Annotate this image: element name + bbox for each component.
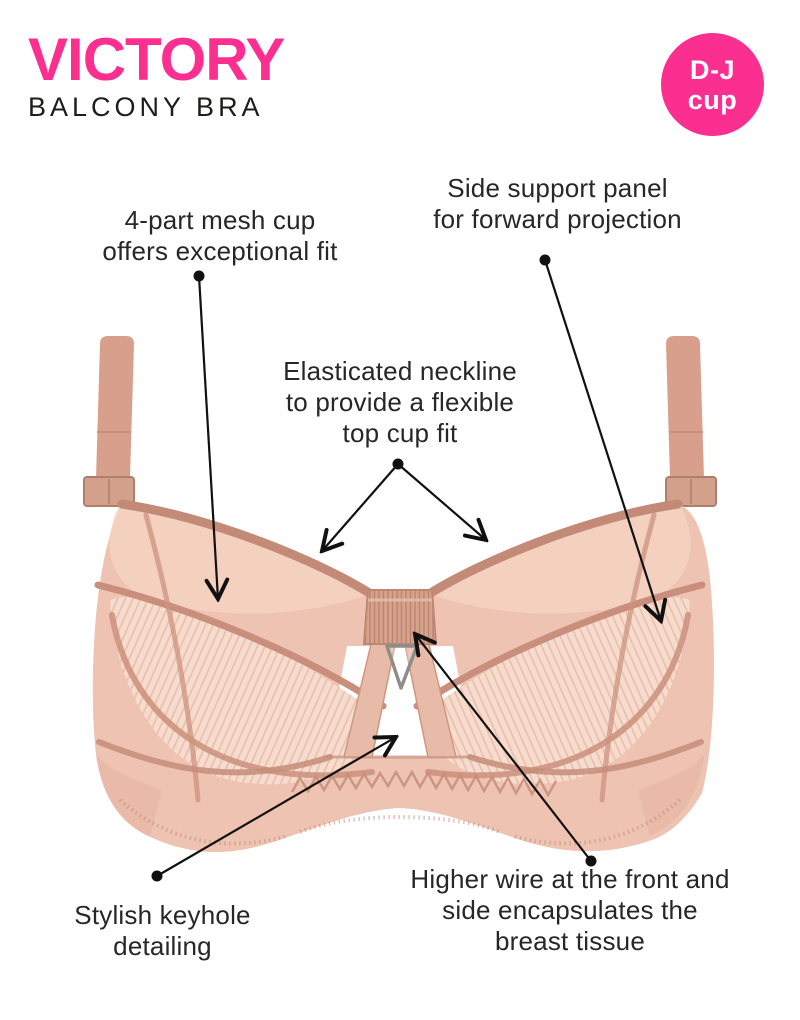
callout-higher-wire bbox=[415, 634, 597, 867]
annotation-line: 4-part mesh cup bbox=[124, 205, 316, 235]
cup-size-badge: D-J cup bbox=[661, 33, 764, 136]
right-shoulder-strap bbox=[665, 336, 717, 507]
right-neckline-elastic bbox=[424, 499, 683, 599]
left-upper-cup-panel bbox=[109, 504, 371, 614]
annotation-line: detailing bbox=[113, 931, 212, 961]
brand-title: VICTORY bbox=[28, 26, 285, 93]
annotation-line: top cup fit bbox=[342, 418, 458, 448]
left-neckline-elastic bbox=[117, 499, 376, 599]
annotation-mesh-cup: 4-part mesh cup offers exceptional fit bbox=[55, 205, 385, 267]
bra-photo-group bbox=[83, 336, 717, 853]
callout-keyhole bbox=[151, 737, 397, 882]
left-diagonal-seam bbox=[94, 581, 387, 710]
annotation-higher-wire: Higher wire at the front and side encaps… bbox=[380, 864, 760, 957]
right-side-panel-seam bbox=[599, 512, 657, 803]
left-side-panel-seam bbox=[143, 512, 201, 803]
right-underwire-seam bbox=[467, 739, 704, 776]
annotation-line: to provide a flexible bbox=[285, 387, 515, 417]
cup-size-word: cup bbox=[687, 84, 738, 115]
annotation-line: Stylish keyhole bbox=[74, 900, 251, 930]
right-wing-rib bbox=[638, 756, 704, 836]
cup-size-range: D-J bbox=[689, 54, 735, 85]
band-bottom-stitching bbox=[118, 798, 682, 846]
annotation-side-support: Side support panel for forward projectio… bbox=[385, 173, 730, 235]
annotation-line: Side support panel bbox=[447, 173, 668, 203]
left-shoulder-strap bbox=[83, 336, 135, 507]
annotation-keyhole: Stylish keyhole detailing bbox=[35, 900, 290, 962]
right-upper-cup-panel bbox=[429, 504, 691, 614]
callout-mesh-cup bbox=[193, 270, 219, 600]
right-diagonal-seam bbox=[413, 581, 706, 710]
annotation-line: Elasticated neckline bbox=[283, 356, 517, 386]
left-underwire-seam bbox=[96, 739, 333, 776]
annotation-line: for forward projection bbox=[433, 204, 682, 234]
center-gore bbox=[362, 589, 438, 645]
annotation-neckline: Elasticated neckline to provide a flexib… bbox=[245, 356, 555, 449]
annotation-line: offers exceptional fit bbox=[102, 236, 338, 266]
annotation-line: side encapsulates the bbox=[442, 895, 698, 925]
left-wing-rib bbox=[96, 756, 162, 836]
annotation-line: Higher wire at the front and bbox=[410, 864, 730, 894]
callout-side-support bbox=[539, 254, 662, 622]
product-name: BALCONY BRA bbox=[28, 92, 264, 122]
callout-lines bbox=[151, 254, 662, 882]
callout-neckline bbox=[322, 458, 486, 552]
band-zigzag-stitching bbox=[290, 769, 558, 798]
annotation-line: breast tissue bbox=[494, 926, 645, 956]
cup-seams bbox=[94, 499, 706, 803]
keyhole-triangle-ring bbox=[385, 644, 419, 690]
